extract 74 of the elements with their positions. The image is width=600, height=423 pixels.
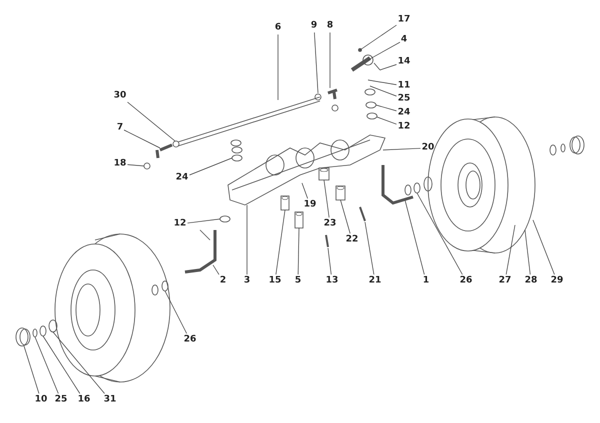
- callout-number: 22: [346, 234, 358, 246]
- bushing-drawing: [318, 168, 330, 180]
- callout-number: 18: [114, 158, 126, 170]
- bushing-drawing: [336, 186, 346, 200]
- callout-number: 25: [54, 394, 68, 406]
- callout-number: 10: [34, 394, 48, 406]
- leader-line: [416, 192, 463, 275]
- leader-line: [34, 336, 59, 394]
- leader-line: [189, 158, 232, 176]
- callout-number: 27: [498, 276, 512, 286]
- callout-number: 7: [116, 122, 124, 134]
- leader-line: [370, 86, 397, 96]
- leader-line: [376, 104, 397, 112]
- callout-number: 17: [398, 14, 410, 26]
- leader-line: [404, 200, 425, 275]
- callout-number: 21: [368, 276, 382, 286]
- bushing-drawing: [294, 212, 304, 228]
- callout-number: 24: [398, 108, 410, 118]
- callout-number: 16: [78, 394, 90, 406]
- callout-number: 14: [398, 56, 410, 68]
- leader-line: [52, 332, 105, 394]
- leader-line: [298, 228, 300, 275]
- leader-line: [42, 336, 80, 394]
- callout-number: 13: [326, 276, 338, 286]
- callout-number: 12: [398, 122, 410, 132]
- leader-line: [187, 218, 220, 224]
- leader-line: [127, 164, 144, 166]
- callout-number: 9: [310, 20, 318, 32]
- bushing-drawing: [280, 196, 290, 210]
- leader-line: [506, 224, 516, 275]
- callout-number: 1: [422, 276, 430, 286]
- callout-number: 23: [324, 218, 336, 230]
- callout-number: 8: [326, 20, 334, 32]
- leader-line: [380, 64, 397, 70]
- leader-line: [302, 182, 308, 199]
- leader-line: [340, 200, 350, 234]
- callout-number: 25: [398, 94, 410, 104]
- callout-number: 19: [304, 200, 316, 210]
- callout-number: 6: [274, 22, 282, 34]
- callout-number: 29: [550, 276, 564, 286]
- callout-number: 12: [174, 218, 186, 230]
- callout-number: 3: [244, 276, 250, 286]
- leader-line: [314, 32, 318, 94]
- leader-line: [532, 220, 555, 275]
- leader-line: [360, 24, 397, 50]
- callout-number: 26: [460, 276, 472, 286]
- callout-number: 28: [524, 276, 538, 286]
- leader-line: [246, 204, 248, 275]
- callout-number: 24: [176, 172, 188, 184]
- leader-line: [376, 116, 397, 125]
- leader-line: [524, 230, 531, 275]
- callout-number: 26: [184, 334, 196, 346]
- leader-line: [368, 80, 397, 86]
- leader-line: [24, 346, 40, 394]
- leader-line: [127, 102, 176, 142]
- callout-number: 4: [400, 34, 408, 46]
- callout-number: 20: [422, 142, 434, 154]
- leader-line: [276, 210, 286, 275]
- callout-number: 15: [268, 276, 282, 286]
- callout-number: 5: [294, 276, 302, 286]
- bolt-drawing: [325, 234, 329, 248]
- leader-line: [368, 42, 400, 60]
- leader-line: [164, 290, 188, 334]
- leader-line: [212, 264, 220, 275]
- leader-line: [124, 130, 160, 148]
- leader-line: [324, 180, 330, 218]
- callout-number: 31: [104, 394, 116, 406]
- callout-number: 11: [398, 80, 410, 92]
- leader-line: [382, 148, 421, 150]
- leader-line: [328, 248, 332, 275]
- callout-number: 2: [220, 276, 226, 286]
- callout-number: 30: [114, 90, 126, 102]
- leader-line: [364, 222, 374, 275]
- bolt-drawing: [359, 206, 366, 222]
